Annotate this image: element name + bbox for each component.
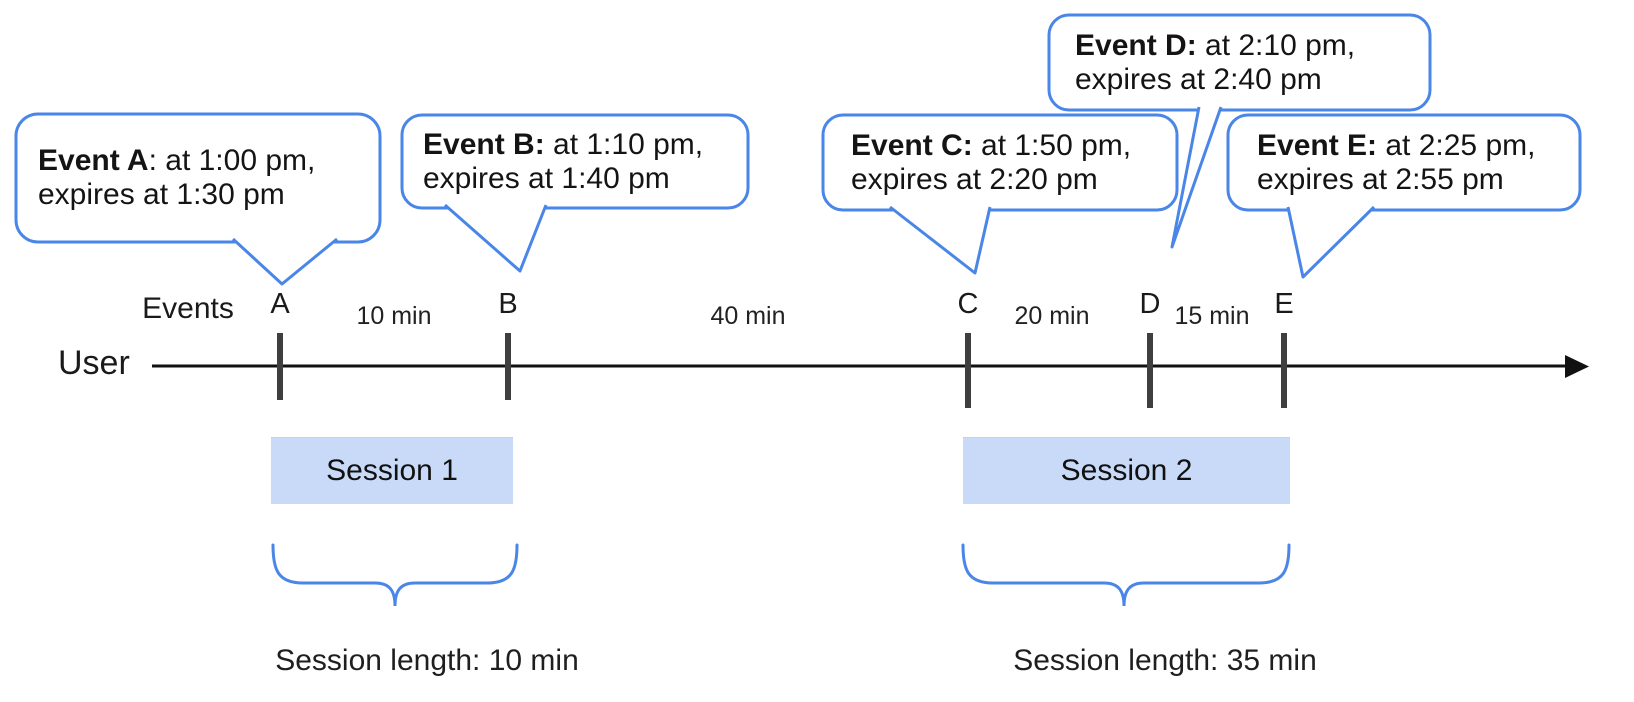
tick-label-b: B xyxy=(498,288,518,320)
callout-bubble-event-e xyxy=(1226,113,1582,279)
event-c-name: Event C: xyxy=(851,128,973,162)
session-1-length: Session length: 10 min xyxy=(275,644,579,677)
event-d-name: Event D: xyxy=(1075,28,1197,62)
event-b-name: Event B: xyxy=(423,127,545,161)
interval-c-d: 20 min xyxy=(1014,302,1090,330)
tick-label-a: A xyxy=(270,288,290,320)
interval-a-b: 10 min xyxy=(356,302,432,330)
callout-bubble-event-d xyxy=(1047,13,1432,249)
callout-text-event-a: Event A: at 1:00 pm, expires at 1:30 pm xyxy=(38,144,316,211)
callout-text-event-b: Event B: at 1:10 pm, expires at 1:40 pm xyxy=(423,127,704,195)
session-2-label: Session 2 xyxy=(1060,454,1193,487)
events-label: Events xyxy=(142,292,234,325)
callout-tail-b xyxy=(444,203,548,273)
event-e-name: Event E: xyxy=(1257,128,1378,162)
session-1-box: Session 1 xyxy=(271,437,513,504)
user-label: User xyxy=(58,344,130,382)
callout-bubble-event-c xyxy=(821,113,1179,275)
interval-b-c: 40 min xyxy=(710,302,786,330)
callout-tail-a xyxy=(231,237,338,286)
callout-bubble-event-a xyxy=(14,112,382,286)
brace-session-2 xyxy=(961,543,1291,607)
callout-text-event-d: Event D: at 2:10 pm, expires at 2:40 pm xyxy=(1075,28,1356,96)
callout-bubble-event-b xyxy=(400,113,750,273)
timeline-axis xyxy=(152,355,1589,378)
callout-text-event-e: Event E: at 2:25 pm, expires at 2:55 pm xyxy=(1257,128,1536,196)
tick-label-e: E xyxy=(1274,288,1294,320)
callout-tail-c xyxy=(889,205,992,275)
tick-label-d: D xyxy=(1139,288,1161,320)
session-2-box: Session 2 xyxy=(963,437,1290,504)
callout-tail-d xyxy=(1170,106,1223,249)
tick-label-c: C xyxy=(957,288,979,320)
session-1-label: Session 1 xyxy=(326,454,458,487)
timeline-arrow-icon xyxy=(1565,355,1589,378)
callout-tail-e xyxy=(1286,205,1376,279)
callout-text-event-c: Event C: at 1:50 pm, expires at 2:20 pm xyxy=(851,128,1132,196)
session-2-length: Session length: 35 min xyxy=(1013,644,1317,677)
brace-session-1 xyxy=(271,543,519,607)
event-a-name: Event A xyxy=(38,144,149,177)
interval-d-e: 15 min xyxy=(1174,302,1250,330)
